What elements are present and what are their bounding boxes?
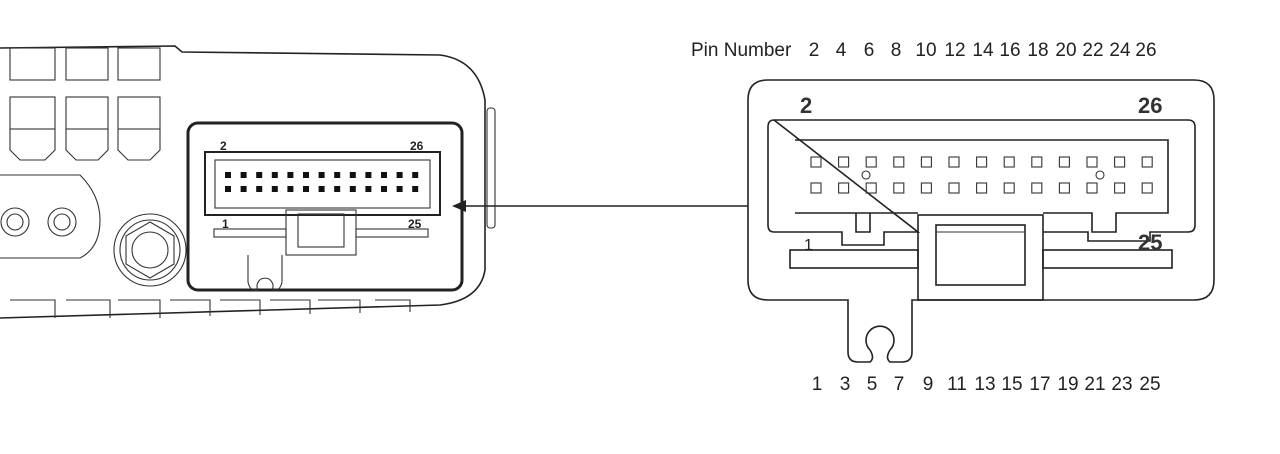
pin-7 (893, 182, 905, 194)
device-pin-9 (287, 186, 294, 192)
device-pin-5 (256, 186, 263, 192)
label-pin-25: 25 (1138, 230, 1162, 255)
device-pin-13 (318, 186, 325, 192)
top-pin-number: 12 (944, 40, 965, 61)
device-pin-23 (396, 186, 403, 192)
pin-18 (1031, 156, 1043, 168)
pin-21 (1086, 182, 1098, 194)
device-pin-10 (287, 172, 294, 178)
label-pin-2: 2 (800, 93, 812, 118)
device-pin-19 (365, 186, 372, 192)
device-label-pin-2: 2 (220, 139, 227, 153)
pin-2 (810, 156, 822, 168)
device-pin-26 (412, 172, 419, 178)
bottom-pin-number: 23 (1111, 374, 1132, 395)
bottom-pin-number: 19 (1057, 374, 1078, 395)
bottom-pin-number: 1 (812, 374, 823, 395)
top-pin-number: 10 (915, 40, 936, 61)
pointer-arrow (452, 200, 748, 212)
top-pin-number: 20 (1055, 40, 1076, 61)
device-pin-grid (225, 172, 419, 192)
pin-26 (1141, 156, 1153, 168)
device-pin-8 (271, 172, 278, 178)
pin-25 (1141, 182, 1153, 194)
device-pin-2 (225, 172, 231, 178)
pin-23 (1114, 182, 1126, 194)
pin-14 (976, 156, 988, 168)
device-pin-4 (240, 172, 247, 178)
connector-detail: 2 26 1 25 (747, 79, 1215, 363)
device-pin-1 (225, 186, 231, 192)
pin-8 (893, 156, 905, 168)
pin-17 (1031, 182, 1043, 194)
bottom-pin-number: 11 (947, 374, 967, 395)
top-pin-number: 16 (999, 40, 1020, 61)
pin-12 (948, 156, 960, 168)
device-pin-7 (271, 186, 278, 192)
pin-15 (1003, 182, 1015, 194)
top-pin-number: 2 (809, 40, 820, 61)
bottom-pin-number: 7 (894, 374, 905, 395)
device-pin-22 (381, 172, 387, 178)
device-pin-14 (318, 172, 325, 178)
device-label-pin-25: 25 (408, 217, 422, 231)
pin-20 (1058, 156, 1070, 168)
top-pin-number: 14 (972, 40, 994, 61)
device-pin-3 (240, 186, 247, 192)
top-pin-number: 4 (836, 40, 847, 61)
label-pin-26: 26 (1138, 93, 1162, 118)
device-pin-15 (334, 186, 341, 192)
pin-13 (976, 182, 988, 194)
pin-5 (865, 182, 877, 194)
bottom-pin-number: 17 (1029, 374, 1050, 395)
bottom-pin-number: 3 (840, 374, 851, 395)
device-pin-21 (381, 186, 387, 192)
device-pin-25 (412, 186, 419, 192)
top-pin-number: 22 (1082, 40, 1103, 61)
device-pin-11 (303, 186, 309, 192)
pin-6 (865, 156, 877, 168)
device-pin-18 (349, 172, 356, 178)
pin-4 (838, 156, 850, 168)
pin-number-label: Pin Number (691, 40, 792, 61)
pin-1 (810, 182, 822, 194)
pin-22 (1086, 156, 1098, 168)
device-label-pin-26: 26 (410, 139, 424, 153)
device-pin-24 (396, 172, 403, 178)
device-pin-12 (303, 172, 309, 178)
pin-10 (920, 156, 932, 168)
pin-19 (1058, 182, 1070, 194)
bottom-pin-number: 9 (923, 374, 934, 395)
top-pin-number: 26 (1135, 40, 1156, 61)
device-pin-6 (256, 172, 263, 178)
device-pin-16 (334, 172, 341, 178)
top-pin-number: 24 (1109, 40, 1131, 61)
radio-device-rear: 2 26 1 25 (0, 45, 496, 319)
top-pin-number: 6 (864, 40, 875, 61)
pin-9 (920, 182, 932, 194)
connector-pin-grid (810, 156, 1153, 194)
device-pin-20 (365, 172, 372, 178)
pin-24 (1114, 156, 1126, 168)
bottom-pin-number: 5 (867, 374, 878, 395)
bottom-pin-number: 21 (1084, 374, 1105, 395)
bottom-pin-number: 15 (1001, 374, 1022, 395)
label-pin-1: 1 (804, 237, 813, 254)
top-pin-number: 8 (891, 40, 902, 61)
pin-11 (948, 182, 960, 194)
pin-3 (838, 182, 850, 194)
bottom-pin-number: 13 (974, 374, 995, 395)
device-pin-17 (349, 186, 356, 192)
bottom-pin-number: 25 (1139, 374, 1160, 395)
top-pin-number: 18 (1027, 40, 1048, 61)
device-label-pin-1: 1 (222, 217, 229, 231)
pin-16 (1003, 156, 1015, 168)
